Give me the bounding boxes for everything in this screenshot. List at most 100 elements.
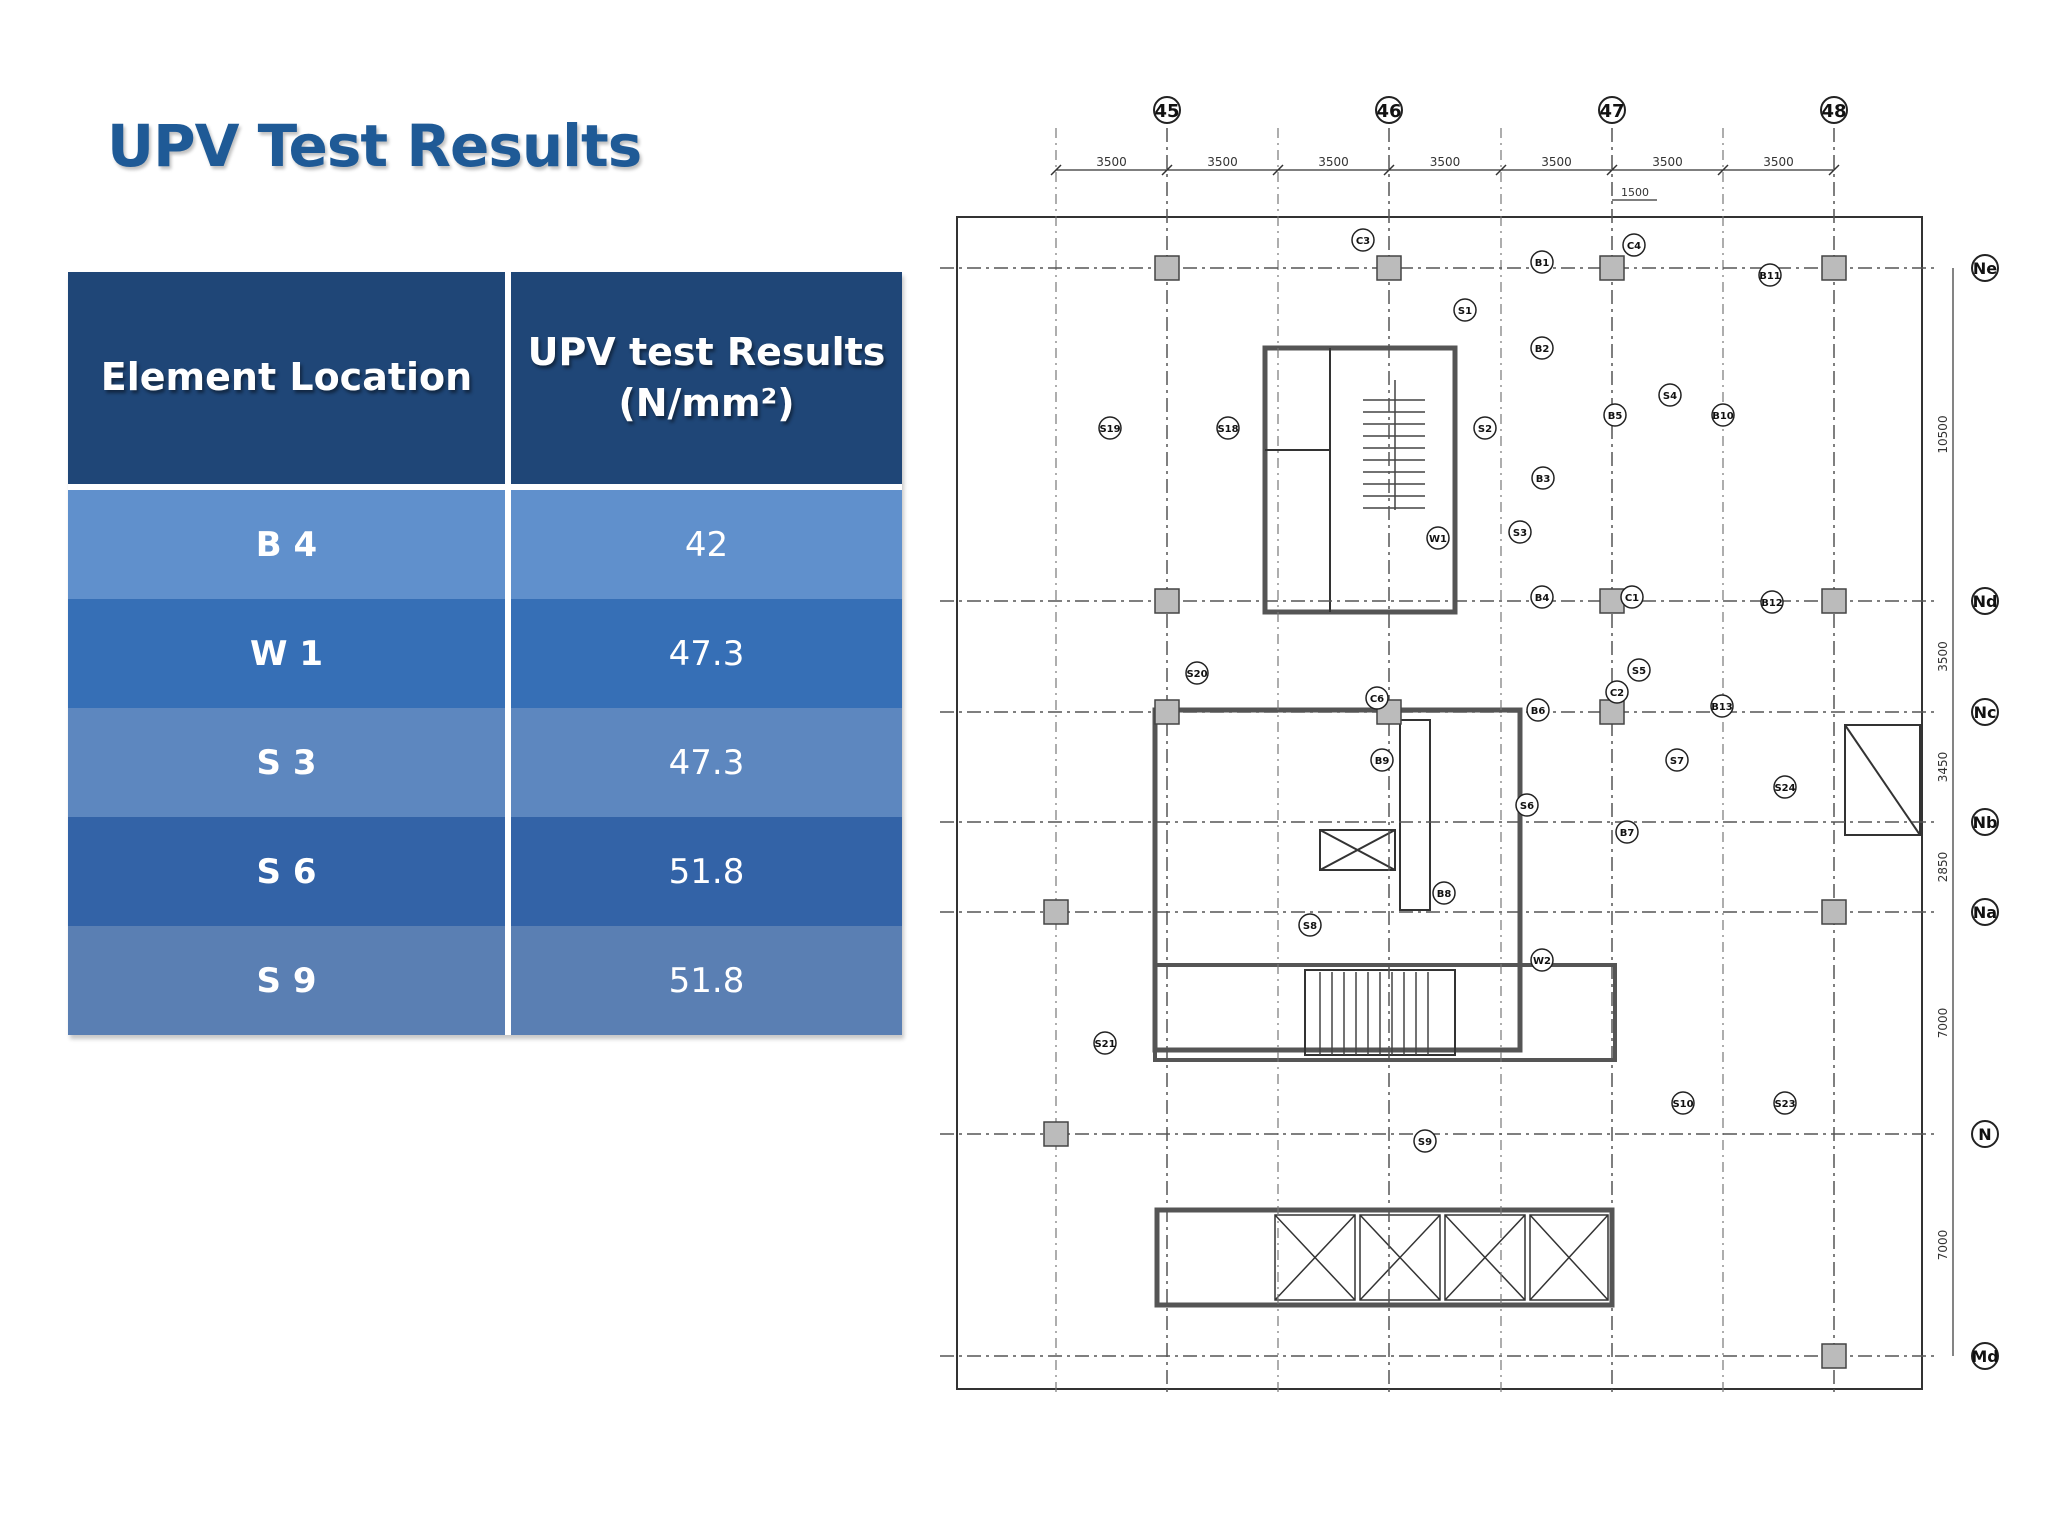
- dimension-label: 3500: [1652, 155, 1683, 169]
- grid-bubble: [1971, 1120, 1999, 1148]
- element-tag-label: S1: [1458, 306, 1472, 317]
- element-tag-label: S5: [1632, 666, 1646, 677]
- column-header-upv-results: UPV test Results (N/mm²): [508, 272, 902, 490]
- dimension-label: 7000: [1936, 1008, 1950, 1039]
- element-tag-circle: [1351, 228, 1375, 252]
- dimension-tick: [1161, 164, 1173, 176]
- element-tag-circle: [1671, 1091, 1695, 1115]
- element-tag-circle: [1605, 680, 1629, 704]
- grid-row-label: Nd: [1973, 592, 1998, 611]
- element-tag-label: C2: [1610, 688, 1624, 699]
- element-tag-label: B11: [1759, 271, 1781, 282]
- element-tag-circle: [1453, 298, 1477, 322]
- element-tag-circle: [1603, 403, 1627, 427]
- element-tag-label: S20: [1186, 669, 1207, 680]
- dimension-tick: [1383, 164, 1395, 176]
- structural-column: [1599, 699, 1625, 725]
- element-tag-label: B3: [1536, 474, 1551, 485]
- dimension-label: 3500: [1936, 641, 1950, 672]
- element-location-cell: S 9: [68, 926, 511, 1035]
- dimension-tick: [1495, 164, 1507, 176]
- table-row: S 9 51.8: [68, 926, 902, 1035]
- dimension-label: 3500: [1430, 155, 1461, 169]
- dimension-tick: [1272, 164, 1284, 176]
- element-tag-circle: [1620, 585, 1644, 609]
- element-tag-label: B1: [1535, 258, 1550, 269]
- element-tag-circle: [1216, 416, 1240, 440]
- element-tag-circle: [1773, 1091, 1797, 1115]
- element-tag-circle: [1530, 336, 1554, 360]
- element-tag-circle: [1370, 748, 1394, 772]
- grid-bubble: [1375, 96, 1403, 124]
- upv-result-cell: 47.3: [508, 708, 902, 817]
- element-tag-circle: [1526, 698, 1550, 722]
- element-tag-label: C1: [1625, 593, 1639, 604]
- header-unit: (N/mm²): [618, 381, 795, 425]
- grid-bubble: [1971, 254, 1999, 282]
- element-tag-circle: [1530, 948, 1554, 972]
- plan-grid-lines: [940, 128, 1954, 1395]
- element-tag-label: S6: [1520, 801, 1534, 812]
- element-tag-circle: [1530, 250, 1554, 274]
- dimension-label: 2850: [1936, 852, 1950, 883]
- element-tag-label: S18: [1217, 424, 1238, 435]
- element-tag-label: S24: [1774, 783, 1795, 794]
- table-row: S 3 47.3: [68, 708, 902, 817]
- element-tag-circle: [1760, 590, 1784, 614]
- element-tag-circle: [1473, 416, 1497, 440]
- element-tag-circle: [1413, 1129, 1437, 1153]
- dimension-label: 10500: [1936, 415, 1950, 453]
- dimension-tick: [1050, 164, 1062, 176]
- element-tag-circle: [1515, 793, 1539, 817]
- element-tag-label: S10: [1672, 1099, 1693, 1110]
- element-tag-label: S9: [1418, 1137, 1432, 1148]
- structural-column: [1154, 699, 1180, 725]
- table-row: S 6 51.8: [68, 817, 902, 926]
- element-tag-circle: [1531, 466, 1555, 490]
- table-header-row: Element Location UPV test Results (N/mm²…: [68, 272, 902, 490]
- structural-column: [1043, 1121, 1069, 1147]
- grid-row-label: Nb: [1973, 813, 1998, 832]
- structural-column: [1599, 588, 1625, 614]
- grid-bubble: [1820, 96, 1848, 124]
- dimension-label: 3500: [1207, 155, 1238, 169]
- upv-result-cell: 51.8: [508, 926, 902, 1035]
- grid-column-label: 48: [1821, 101, 1846, 122]
- element-tag-label: B8: [1437, 889, 1452, 900]
- element-tag-circle: [1098, 416, 1122, 440]
- element-tag-circle: [1432, 881, 1456, 905]
- element-tag-circle: [1508, 520, 1532, 544]
- element-tag-circle: [1627, 658, 1651, 682]
- element-tag-circle: [1622, 233, 1646, 257]
- table-row: B 4 42: [68, 487, 902, 599]
- element-tag-circle: [1615, 820, 1639, 844]
- grid-bubble: [1153, 96, 1181, 124]
- table-row: W 1 47.3: [68, 599, 902, 708]
- structural-column: [1154, 588, 1180, 614]
- grid-bubble: [1971, 1342, 1999, 1370]
- element-tag-label: W2: [1533, 956, 1551, 967]
- element-tag-label: B7: [1620, 828, 1635, 839]
- plan-columns: [1043, 255, 1847, 1369]
- structural-column: [1821, 899, 1847, 925]
- element-location-cell: B 4: [68, 487, 511, 599]
- dimension-label: 3500: [1541, 155, 1572, 169]
- element-tag-circle: [1711, 403, 1735, 427]
- dimension-label: 7000: [1936, 1230, 1950, 1261]
- structural-column: [1821, 588, 1847, 614]
- element-tag-label: S23: [1774, 1099, 1795, 1110]
- grid-bubble: [1971, 587, 1999, 615]
- element-location-cell: S 3: [68, 708, 511, 817]
- dimension-tick: [1828, 164, 1840, 176]
- structural-column: [1821, 255, 1847, 281]
- page-title: UPV Test Results: [107, 112, 642, 180]
- plan-static-linework: [956, 216, 1923, 1390]
- upv-results-table: Element Location UPV test Results (N/mm²…: [68, 272, 902, 1035]
- structural-column: [1821, 1343, 1847, 1369]
- element-tag-circle: [1298, 913, 1322, 937]
- dimension-label: 3500: [1096, 155, 1127, 169]
- grid-bubble: [1971, 698, 1999, 726]
